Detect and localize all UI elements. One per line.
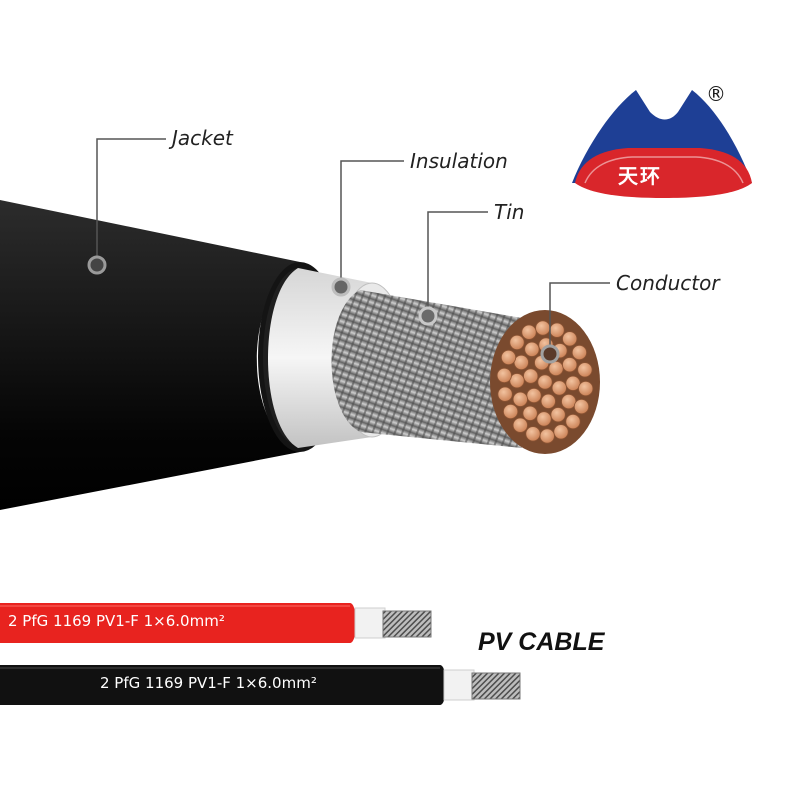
conductor-strand bbox=[496, 367, 512, 383]
red-cable-conductor bbox=[382, 610, 432, 638]
conductor-strand bbox=[524, 341, 540, 357]
conductor-strand bbox=[537, 374, 553, 390]
conductor-strand bbox=[551, 380, 567, 396]
label-jacket: Jacket bbox=[172, 126, 233, 150]
conductor-strand bbox=[535, 320, 551, 336]
conductor-strand bbox=[536, 411, 552, 427]
callout-dot-insulation bbox=[331, 277, 351, 297]
conductor-strands bbox=[496, 320, 594, 444]
callout-line-jacket bbox=[96, 138, 166, 263]
tianhuan-logo-icon bbox=[572, 90, 752, 198]
conductor-strand bbox=[548, 360, 564, 377]
conductor-strand bbox=[553, 424, 569, 440]
conductor-strand bbox=[573, 398, 590, 415]
conductor-strand bbox=[571, 344, 588, 361]
red-cable-print: 2 PfG 1169 PV1-F 1×6.0mm² bbox=[8, 612, 225, 630]
conductor-strand bbox=[509, 373, 525, 389]
conductor-strand bbox=[565, 413, 581, 430]
registered-mark: ® bbox=[706, 82, 726, 106]
conductor-strand bbox=[577, 362, 593, 378]
conductor-strand bbox=[540, 393, 556, 409]
conductor-strand bbox=[549, 322, 565, 338]
black-cable-insulation bbox=[443, 669, 475, 701]
conductor-strand bbox=[513, 354, 529, 370]
callout-dots bbox=[87, 255, 560, 364]
red-cable bbox=[0, 603, 432, 643]
brand-name: 天环 bbox=[618, 164, 662, 188]
black-cable bbox=[0, 665, 521, 705]
conductor-strand bbox=[550, 407, 566, 423]
conductor-strand bbox=[521, 324, 537, 340]
callout-dot-tin bbox=[418, 306, 438, 326]
conductor-strand bbox=[562, 357, 578, 373]
conductor-strand bbox=[526, 387, 542, 404]
conductor-strand bbox=[539, 428, 555, 444]
callout-dot-jacket bbox=[87, 255, 107, 275]
conductor-strand bbox=[512, 417, 528, 433]
conductor-strand bbox=[525, 426, 541, 442]
label-insulation: Insulation bbox=[410, 149, 508, 173]
label-tin: Tin bbox=[494, 200, 525, 224]
callout-line-insulation bbox=[340, 160, 404, 285]
conductor-layer bbox=[490, 310, 600, 454]
tin-layer bbox=[331, 290, 522, 448]
conductor-strand bbox=[522, 405, 538, 421]
pv-cable-title: PV CABLE bbox=[478, 628, 605, 656]
conductor-strand bbox=[497, 386, 513, 402]
red-cable-insulation bbox=[354, 607, 386, 639]
conductor-strand bbox=[562, 331, 578, 347]
callout-line-conductor bbox=[549, 282, 610, 352]
black-cable-conductor bbox=[471, 672, 521, 700]
conductor-strand bbox=[561, 393, 577, 410]
conductor-strand bbox=[523, 368, 539, 384]
conductor-strand bbox=[502, 403, 519, 420]
label-conductor: Conductor bbox=[616, 271, 720, 295]
black-cable-print: 2 PfG 1169 PV1-F 1×6.0mm² bbox=[100, 674, 317, 692]
conductor-strand bbox=[578, 380, 594, 397]
conductor-strand bbox=[509, 334, 525, 350]
conductor-strand bbox=[500, 349, 517, 365]
callout-dot-conductor bbox=[540, 344, 560, 364]
callout-lines bbox=[96, 138, 610, 352]
conductor-strand bbox=[512, 391, 528, 407]
conductor-strand bbox=[565, 375, 581, 391]
callout-line-tin bbox=[427, 211, 488, 315]
